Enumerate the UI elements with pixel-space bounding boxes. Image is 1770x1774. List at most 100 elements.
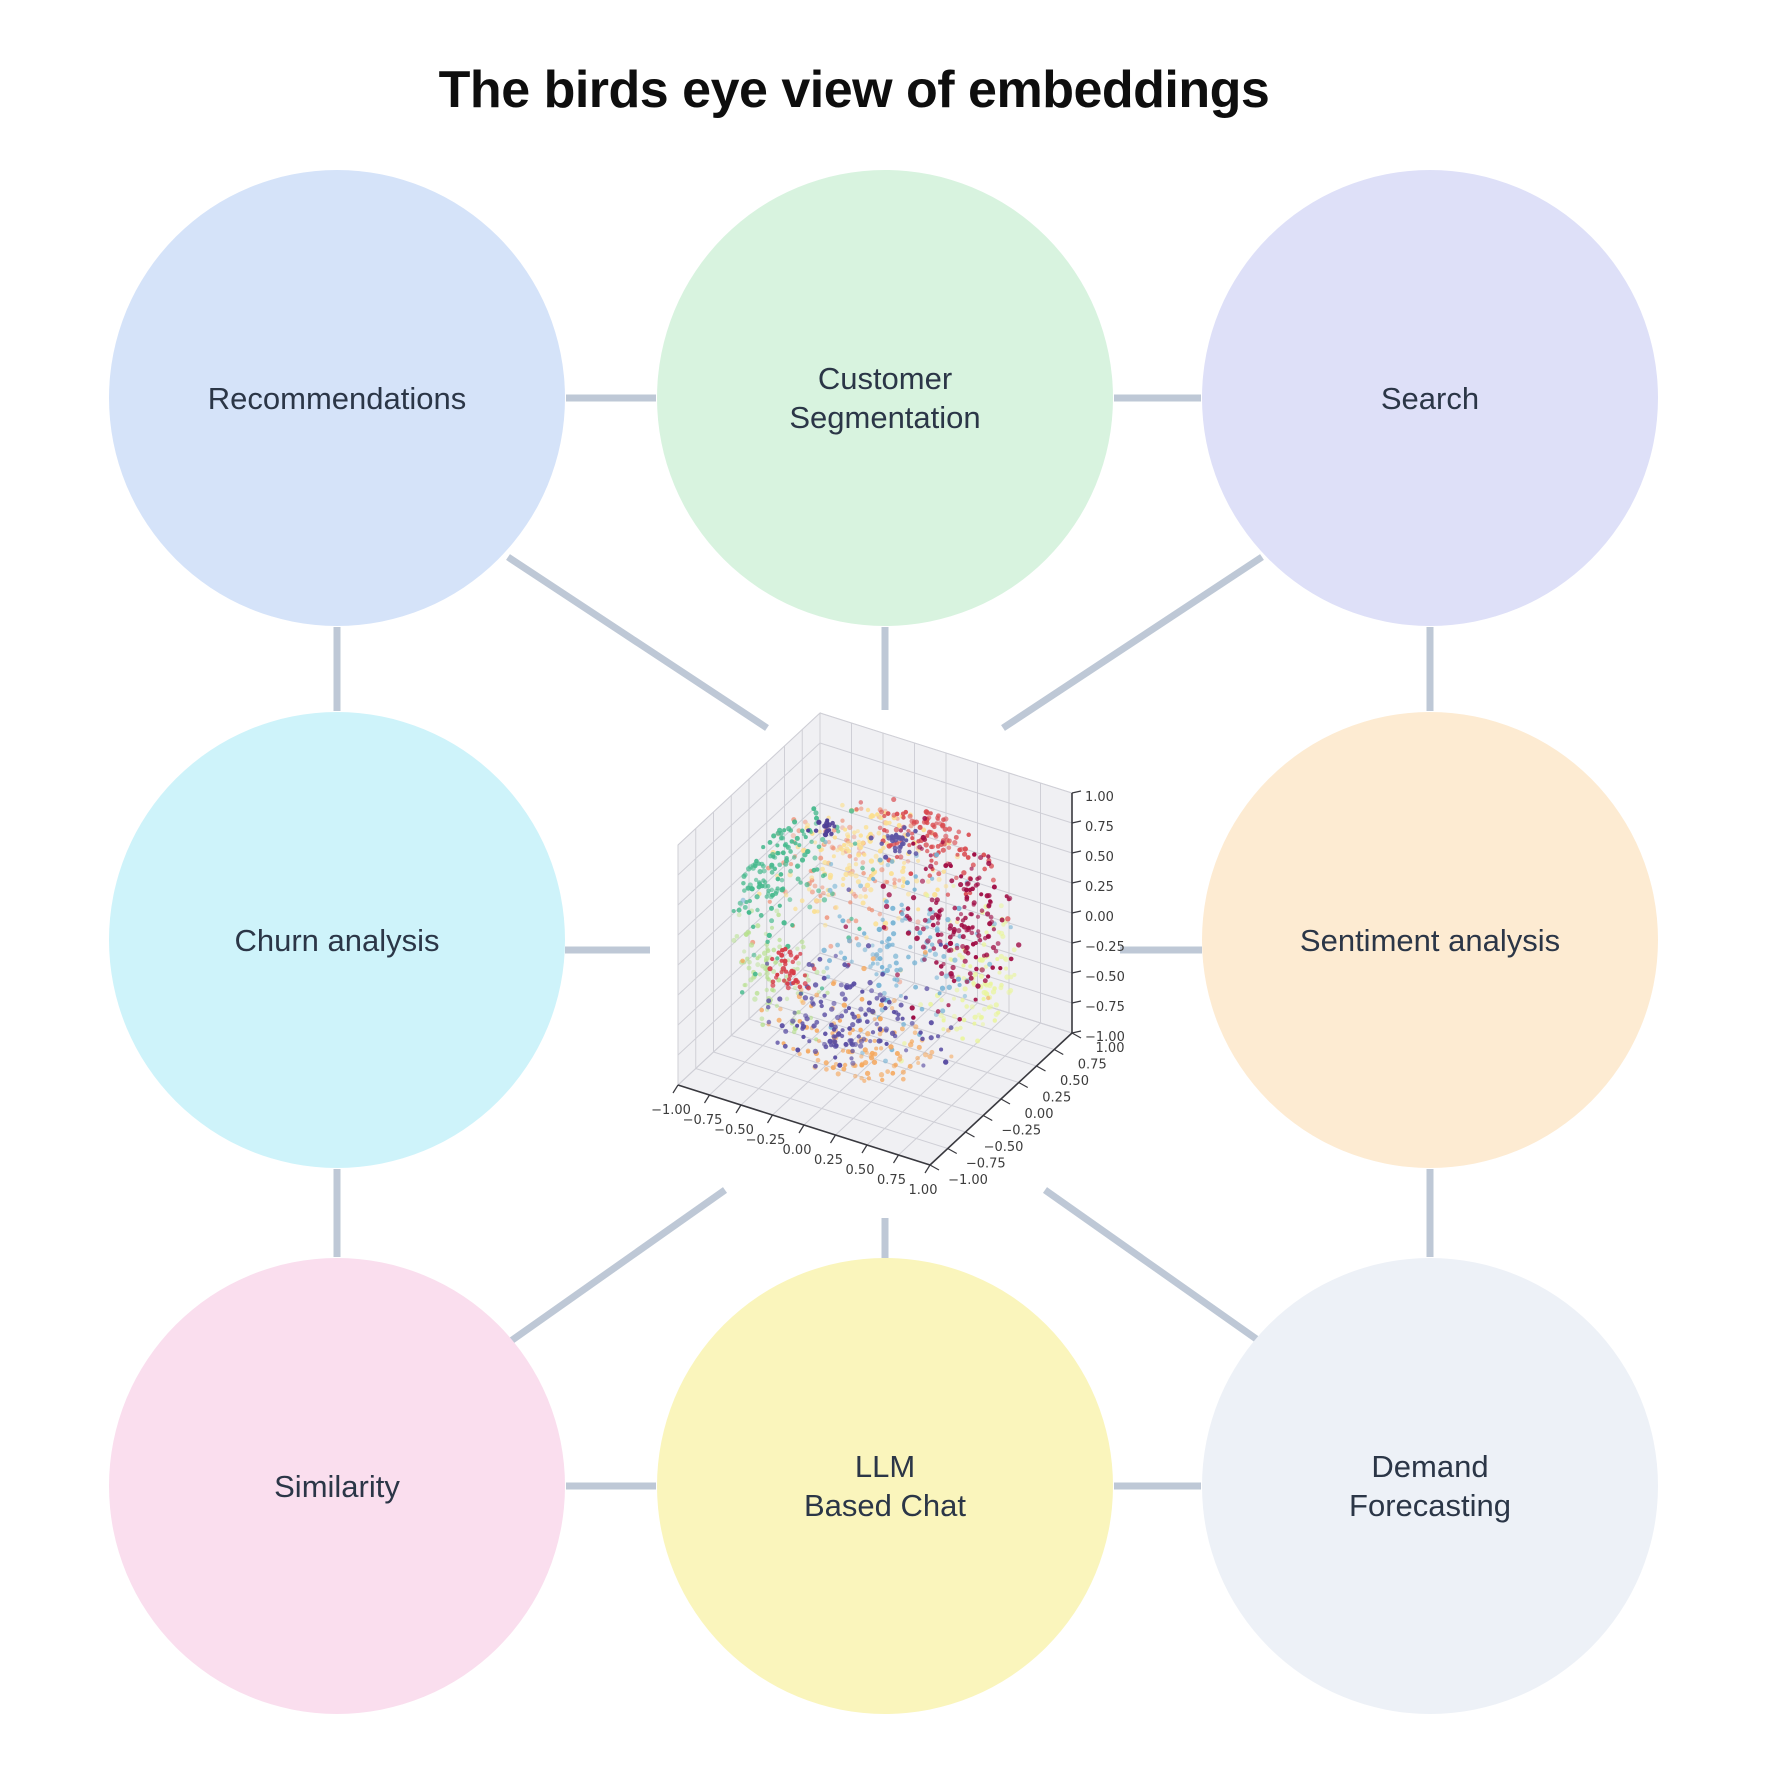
scatter-point [858,1027,863,1033]
scatter-point [897,849,902,854]
scatter-point [759,1007,765,1013]
node-llm-based-chat: LLM Based Chat [657,1258,1113,1714]
scatter-point [798,991,803,996]
scatter-point [869,1008,876,1015]
plot-line [819,772,1073,854]
scatter-point [861,1036,867,1042]
plot-points [731,796,1022,1083]
scatter-point [969,930,975,936]
plot-line [1053,1048,1064,1056]
scatter-point [755,907,760,913]
scatter-point [931,946,937,951]
scatter-point [860,989,865,994]
scatter-point [832,883,838,889]
scatter-point [952,957,958,963]
scatter-point [961,1017,967,1023]
scatter-point [876,982,882,988]
scatter-point [809,996,814,1001]
cluster-red-small [767,946,817,991]
scatter-point [901,1022,906,1027]
node-customer-segmentation: Customer Segmentation [657,170,1113,626]
node-label: Sentiment analysis [1299,922,1561,958]
scatter-point [894,854,900,860]
scatter-point [767,966,773,972]
scatter-point [996,930,1001,935]
z-tick-label: −0.50 [1085,970,1125,985]
scatter-point [913,1024,919,1030]
scatter-point [982,866,988,872]
scatter-point [879,809,884,815]
scatter-point [754,894,760,900]
scatter-point [896,823,902,828]
scatter-point [813,898,819,903]
scatter-point [751,924,756,929]
scatter-point [821,969,826,975]
scatter-point [932,951,939,957]
scatter-point [960,943,966,950]
scatter-point [899,835,905,841]
scatter-point [986,903,992,909]
scatter-point [1006,897,1011,902]
scatter-point [918,1002,924,1008]
scatter-point [882,920,889,926]
scatter-point [797,984,803,990]
scatter-point [890,942,895,947]
scatter-point [842,1062,848,1068]
scatter-point [822,1012,828,1018]
scatter-point [900,1069,906,1075]
node-demand-forecasting: Demand Forecasting [1202,1258,1658,1714]
scatter-point [731,937,737,943]
scatter-point [981,996,986,1002]
scatter-point [979,957,985,963]
scatter-point [799,898,805,904]
scatter-point [900,1076,906,1082]
scatter-point [995,941,1001,946]
plot-line [1071,790,1082,794]
y-tick-label: −1.00 [948,1173,988,1188]
scatter-point [866,876,872,882]
scatter-point [761,845,766,850]
scatter-point [995,956,1000,962]
scatter-point [841,1002,847,1008]
scatter-point [758,913,764,918]
scatter-point [769,905,774,911]
scatter-point [890,905,896,911]
scatter-point [975,882,980,887]
scatter-point [894,983,899,988]
scatter-point [877,1027,883,1032]
scatter-point [832,824,837,829]
scatter-point [969,912,974,917]
scatter-point [816,844,822,850]
scatter-point [935,844,941,849]
scatter-point [742,983,747,988]
plot-line [766,1002,1019,1083]
scatter-point [929,858,934,863]
scatter-point [788,849,793,854]
scatter-point [775,876,781,882]
scatter-point [853,918,859,924]
scatter-point [878,815,884,821]
scatter-point [929,1049,935,1055]
scatter-point [857,1018,862,1023]
scatter-point [958,912,964,917]
scatter-point [889,859,895,864]
scatter-point [907,849,912,855]
scatter-point [910,836,915,841]
scatter-point [814,815,819,821]
scatter-point [975,1038,981,1044]
scatter-point [822,831,829,838]
plot-line [1036,1065,1046,1072]
scatter-point [960,934,966,940]
scatter-point [757,880,762,885]
scatter-point [795,1047,801,1053]
scatter-point [760,1022,766,1028]
scatter-point [939,971,945,977]
scatter-point [957,847,962,853]
scatter-point [885,862,891,868]
scatter-point [907,1063,913,1069]
scatter-point [773,960,778,965]
scatter-point [828,943,834,949]
scatter-point [795,966,800,972]
scatter-point [934,975,940,980]
scatter-point [877,911,883,917]
